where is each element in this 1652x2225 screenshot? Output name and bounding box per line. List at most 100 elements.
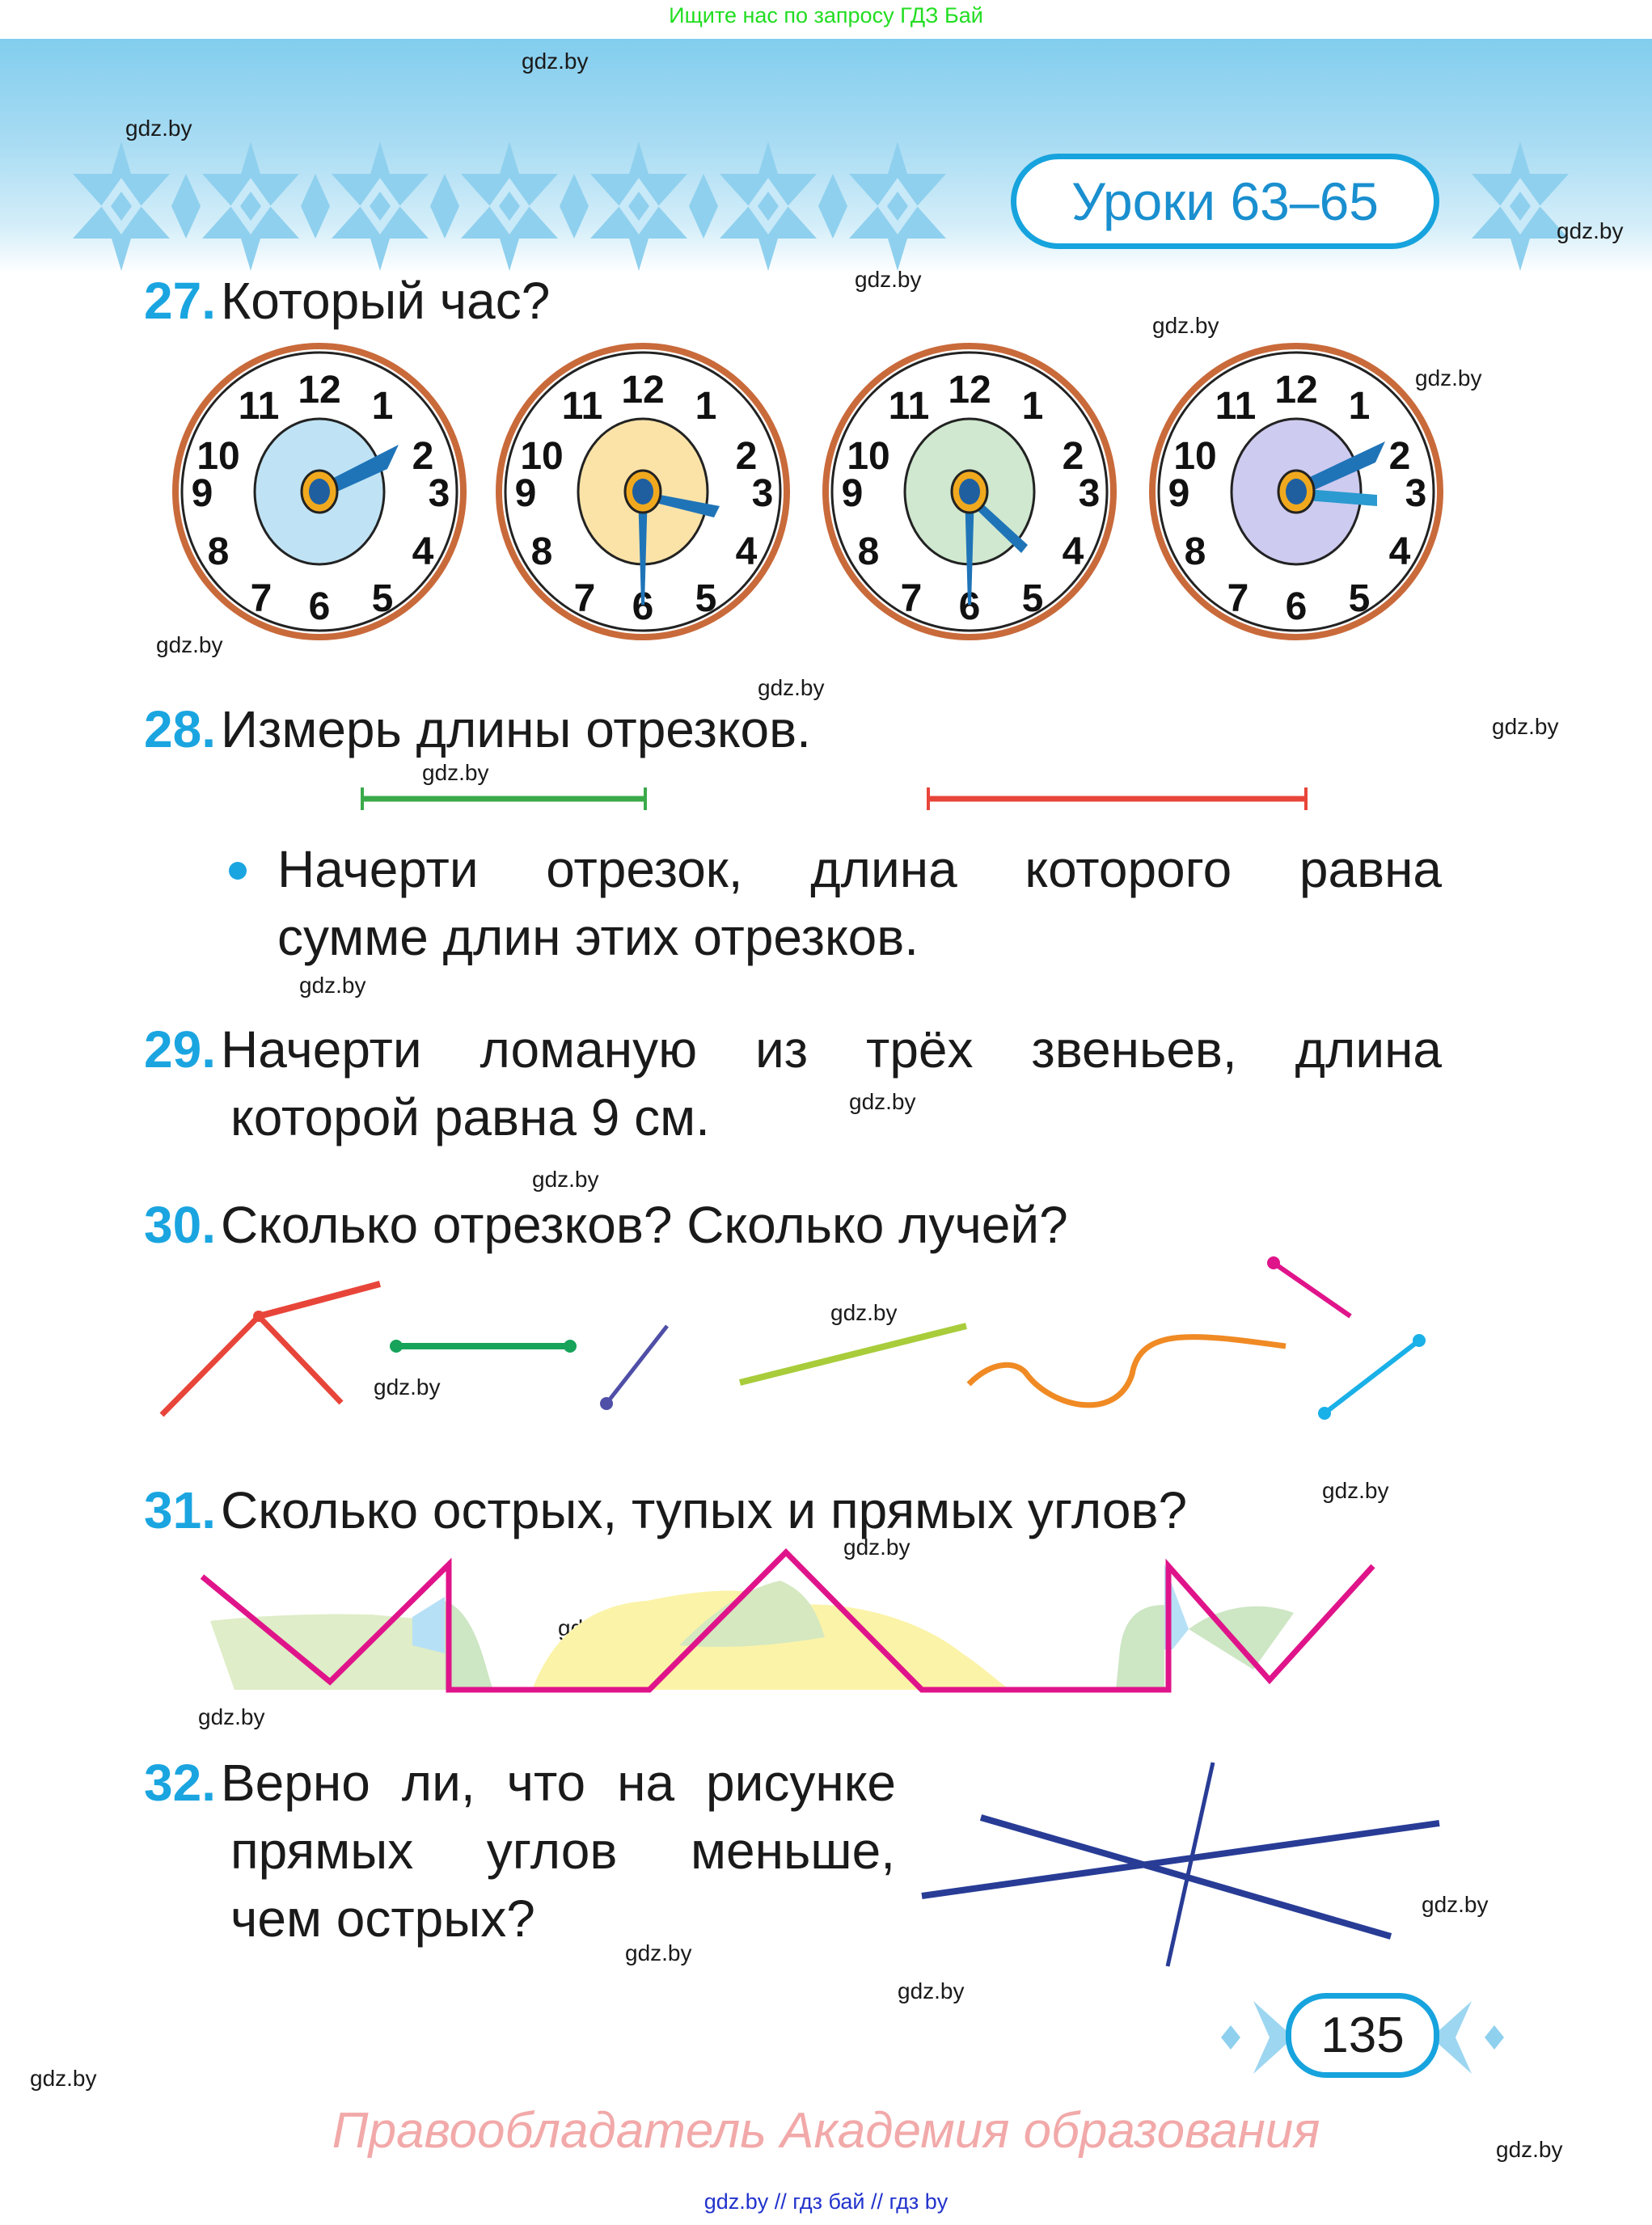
- task-number: 31.: [144, 1481, 216, 1539]
- svg-text:7: 7: [1227, 577, 1249, 620]
- task-text: Сколько острых, тупых и прямых углов?: [220, 1481, 1188, 1539]
- watermark: gdz.by: [522, 49, 589, 74]
- watermark: gdz.by: [125, 116, 192, 141]
- svg-text:8: 8: [531, 530, 553, 573]
- page-number: 135: [1286, 1993, 1439, 2078]
- lesson-badge: Уроки 63–65: [1011, 154, 1439, 249]
- svg-text:8: 8: [208, 530, 230, 573]
- svg-text:5: 5: [695, 577, 717, 620]
- intersecting-lines-figure: [921, 1762, 1440, 1967]
- watermark: gdz.by: [625, 1940, 692, 1965]
- watermark: gdz.by: [1492, 714, 1559, 739]
- task-32-line-3: чем острых?: [230, 1889, 535, 1948]
- svg-text:7: 7: [901, 577, 923, 620]
- watermark: gdz.by: [855, 267, 922, 292]
- ornament-pattern-icon: [73, 141, 946, 271]
- task-29-line-2: которой равна 9 см.: [230, 1088, 710, 1146]
- svg-text:9: 9: [1168, 472, 1190, 515]
- watermark: gdz.by: [374, 1374, 441, 1400]
- svg-text:9: 9: [192, 472, 213, 515]
- task-28-bullet-line-1: Начерти отрезок, длина которого равна: [277, 840, 1442, 898]
- red-segment: [927, 787, 1308, 810]
- svg-text:11: 11: [889, 385, 930, 428]
- svg-text:6: 6: [309, 585, 331, 628]
- svg-text:8: 8: [858, 530, 880, 573]
- watermark: gdz.by: [422, 760, 489, 785]
- svg-text:3: 3: [429, 472, 450, 515]
- task-30-heading: 30.Сколько отрезков? Сколько лучей?: [144, 1191, 1068, 1259]
- svg-text:3: 3: [752, 472, 774, 515]
- svg-text:11: 11: [562, 385, 603, 428]
- task-number: 32.: [144, 1754, 216, 1812]
- footer-links[interactable]: gdz.by // гдз бай // гдз by: [703, 2189, 949, 2214]
- bullet-icon: [229, 862, 247, 880]
- watermark: gdz.by: [843, 1535, 911, 1560]
- ornament-star-icon: [1472, 141, 1569, 271]
- svg-text:11: 11: [239, 385, 280, 428]
- svg-text:2: 2: [736, 435, 758, 478]
- task-32-line-2: прямых углов меньше,: [230, 1822, 895, 1880]
- svg-text:5: 5: [372, 577, 394, 620]
- svg-text:1: 1: [1349, 385, 1371, 428]
- svg-text:12: 12: [948, 369, 991, 412]
- svg-text:9: 9: [842, 472, 864, 515]
- svg-text:4: 4: [736, 530, 758, 573]
- watermark: gdz.by: [1322, 1478, 1389, 1503]
- svg-text:2: 2: [1063, 435, 1084, 478]
- watermark: gdz.by: [758, 675, 825, 700]
- svg-text:4: 4: [412, 530, 434, 573]
- watermark: gdz.by: [156, 632, 223, 657]
- svg-text:7: 7: [574, 577, 596, 620]
- svg-text:11: 11: [1215, 385, 1257, 428]
- watermark: gdz.by: [1415, 365, 1482, 391]
- svg-text:7: 7: [251, 577, 273, 620]
- task-number: 29.: [144, 1020, 216, 1079]
- svg-text:12: 12: [621, 369, 664, 412]
- svg-text:10: 10: [847, 435, 889, 478]
- task-29-heading: 29.Начерти ломаную из трёх звеньев, длин…: [144, 1015, 1442, 1083]
- watermark: gdz.by: [1422, 1892, 1489, 1917]
- svg-text:12: 12: [1274, 369, 1317, 412]
- svg-text:6: 6: [1286, 585, 1308, 628]
- task-32-line-1: 32.Верно ли, что на рисунке: [144, 1749, 896, 1817]
- zigzag-angles-figure: [200, 1548, 1375, 1693]
- top-search-note: Ищите нас по запросу ГДЗ Бай: [669, 3, 983, 27]
- task-28-bullet-line-2: сумме длин этих отрезков.: [277, 908, 919, 966]
- watermark: gdz.by: [898, 1978, 965, 2003]
- task-28-heading: 28.Измерь длины отрезков.: [144, 695, 811, 763]
- page-number-label: 135: [1320, 2008, 1405, 2063]
- copyright-notice: Правообладатель Академия образования: [332, 2103, 1320, 2159]
- svg-text:1: 1: [1022, 385, 1044, 428]
- svg-text:12: 12: [298, 369, 340, 412]
- watermark: gdz.by: [30, 2066, 97, 2091]
- watermark: gdz.by: [830, 1300, 898, 1325]
- svg-text:5: 5: [1349, 577, 1371, 620]
- lesson-badge-label: Уроки 63–65: [1071, 171, 1379, 231]
- task-text: Измерь длины отрезков.: [220, 700, 811, 758]
- watermark: gdz.by: [1557, 218, 1624, 243]
- task-text: Который час?: [220, 272, 551, 330]
- watermark: gdz.by: [849, 1089, 916, 1114]
- page-ornament-icon: [1221, 2001, 1504, 2074]
- task-text: Начерти ломаную из трёх звеньев, длина: [220, 1020, 1442, 1079]
- watermark: gdz.by: [198, 1704, 265, 1729]
- svg-text:10: 10: [520, 435, 563, 478]
- svg-text:4: 4: [1063, 530, 1084, 573]
- svg-text:3: 3: [1079, 472, 1101, 515]
- task-number: 30.: [144, 1196, 216, 1254]
- watermark: gdz.by: [532, 1167, 599, 1192]
- watermark: gdz.by: [1496, 2137, 1563, 2162]
- task-number: 27.: [144, 272, 216, 330]
- task-31-heading: 31.Сколько острых, тупых и прямых углов?: [144, 1476, 1187, 1544]
- svg-text:10: 10: [196, 435, 239, 478]
- svg-text:2: 2: [412, 435, 434, 478]
- task-number: 28.: [144, 700, 216, 758]
- svg-text:3: 3: [1405, 472, 1427, 515]
- task-text: Верно ли, что на рисунке: [220, 1754, 896, 1812]
- svg-text:2: 2: [1389, 435, 1411, 478]
- svg-text:10: 10: [1173, 435, 1216, 478]
- svg-text:5: 5: [1022, 577, 1044, 620]
